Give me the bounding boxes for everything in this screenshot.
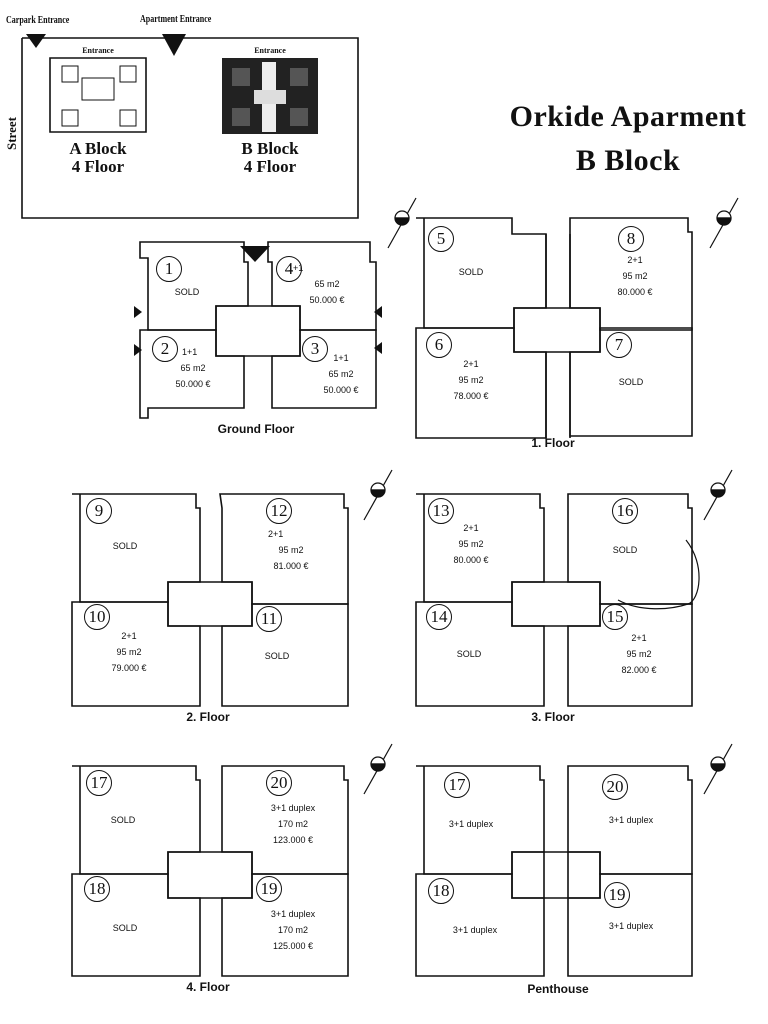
unit-number-circle: 20 [602, 774, 628, 800]
first-floor-outline [415, 217, 693, 439]
unit-info: 3+1 duplex [448, 819, 494, 829]
unit-number-circle: 7 [606, 332, 632, 358]
first-floor-label: 1. Floor [531, 436, 575, 450]
unit-number-circle: 16 [612, 498, 638, 524]
unit-info: SOLD [612, 545, 638, 555]
unit-number-circle: 17 [86, 770, 112, 796]
block-a-name: A Block [69, 139, 127, 158]
third-floor-label: 3. Floor [531, 710, 575, 724]
carpark-entrance-label: Carpark Entrance [6, 15, 70, 26]
unit-info: SOLD [264, 651, 290, 661]
apartment-entrance-marker [162, 34, 186, 56]
unit-info: SOLD [174, 287, 200, 297]
page-title-line1: Orkide Aparment [509, 100, 747, 133]
unit-number-circle: 11 [256, 606, 282, 632]
unit-number-circle: 19 [256, 876, 282, 902]
unit-info: 3+1 duplex [452, 925, 498, 935]
site-boundary [21, 37, 359, 219]
third-floor-outline [415, 493, 700, 707]
unit-number-circle: 6 [426, 332, 452, 358]
block-a-plan [49, 57, 147, 133]
block-b-name: B Block [241, 139, 299, 158]
unit-info: SOLD [112, 541, 138, 551]
block-b-plan [222, 58, 318, 134]
unit-number-circle: 9 [86, 498, 112, 524]
penthouse-outline [415, 765, 693, 977]
block-b-entrance-label: Entrance [254, 46, 286, 55]
penthouse-label: Penthouse [527, 982, 589, 996]
unit-number-circle: 18 [84, 876, 110, 902]
unit-number-circle: 14 [426, 604, 452, 630]
unit-number-circle: 18 [428, 878, 454, 904]
block-a-entrance-label: Entrance [82, 46, 114, 55]
unit-info: SOLD [458, 267, 484, 277]
unit-number-circle: 4 [276, 256, 302, 282]
unit-number-circle: 2 [152, 336, 178, 362]
unit-number-circle: 8 [618, 226, 644, 252]
unit-info: SOLD [456, 649, 482, 659]
second-floor-label: 2. Floor [186, 710, 230, 724]
unit-number-circle: 3 [302, 336, 328, 362]
unit-number-circle: 15 [602, 604, 628, 630]
ground-entrance-marker [240, 246, 270, 262]
street-label: Street [4, 117, 19, 150]
unit-number-circle: 5 [428, 226, 454, 252]
unit-number-circle: 12 [266, 498, 292, 524]
unit-number-circle: 17 [444, 772, 470, 798]
fourth-floor-outline [71, 765, 349, 977]
unit-info: 3+1 duplex [608, 921, 654, 931]
unit-number-circle: 1 [156, 256, 182, 282]
unit-number-circle: 19 [604, 882, 630, 908]
unit-info: SOLD [110, 815, 136, 825]
apartment-entrance-label: Apartment Entrance [140, 14, 212, 25]
block-a-floors: 4 Floor [71, 157, 125, 176]
ground-floor-label: Ground Floor [217, 422, 295, 436]
block-b-floors: 4 Floor [243, 157, 297, 176]
unit-info: SOLD [618, 377, 644, 387]
unit-number-circle: 13 [428, 498, 454, 524]
fourth-floor-label: 4. Floor [186, 980, 230, 994]
unit-info: SOLD [112, 923, 138, 933]
unit-number-circle: 20 [266, 770, 292, 796]
second-floor-outline [71, 493, 349, 707]
unit-info: 3+1 duplex [608, 815, 654, 825]
page-title-line2: B Block [575, 144, 681, 177]
carpark-entrance-marker [26, 34, 46, 48]
north-arrow-icons [363, 197, 739, 795]
ground-floor-outline [139, 241, 377, 419]
unit-number-circle: 10 [84, 604, 110, 630]
